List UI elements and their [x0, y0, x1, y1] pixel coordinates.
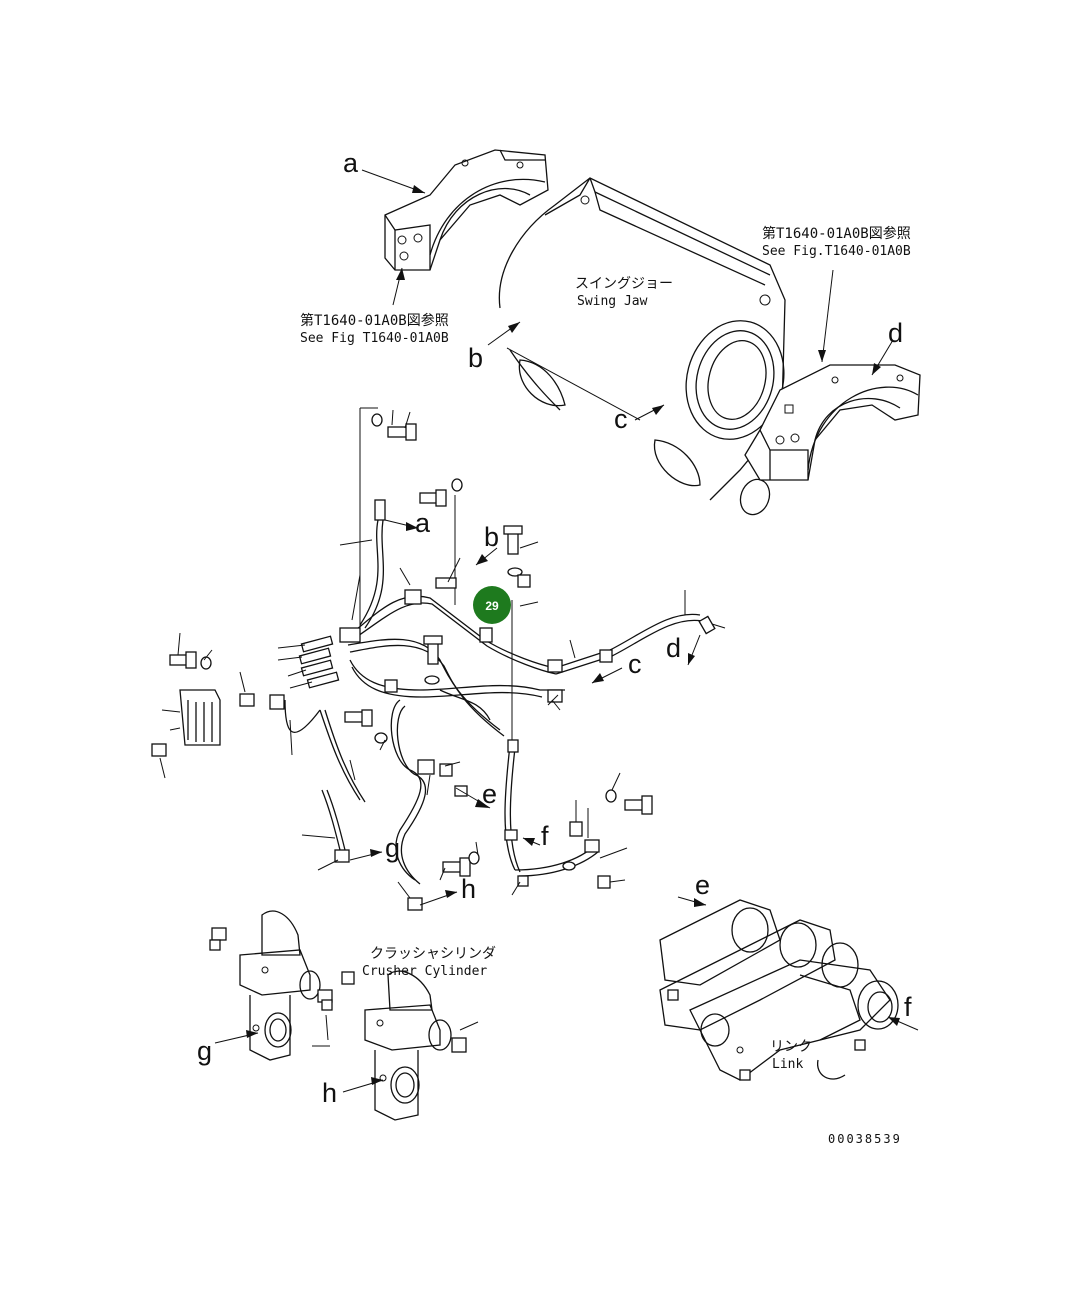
bracket-d-part	[744, 364, 921, 481]
arrow-icon	[406, 522, 418, 531]
letter-g-mid: g	[385, 833, 400, 863]
arrow-icon	[371, 1077, 383, 1085]
arrow-icon	[888, 1017, 900, 1026]
arrow-icon	[246, 1030, 258, 1038]
left-ref-ja: 第T1640-01A0B図参照	[300, 312, 449, 329]
crusher-cylinder-label-en: Crusher Cylinder	[362, 964, 487, 979]
link-label-ja: リンク	[770, 1039, 812, 1055]
letter-c-top: c	[614, 404, 628, 434]
drawing-number: 00038539	[828, 1132, 902, 1146]
link-part	[659, 899, 899, 1081]
crusher-cylinder-label-ja: クラッシャシリンダ	[370, 946, 496, 962]
right-ref-ja: 第T1640-01A0B図参照	[762, 225, 911, 242]
letter-a-top: a	[343, 148, 359, 178]
arrow-icon	[523, 838, 535, 846]
letter-g-bottom: g	[197, 1036, 212, 1066]
callout-circle[interactable]	[473, 586, 511, 624]
letter-d-mid: d	[666, 633, 681, 663]
arrow-icon	[694, 898, 706, 907]
letter-e-mid: e	[482, 779, 497, 809]
callout-number[interactable]: 29	[485, 599, 499, 613]
right-ref-en: See Fig.T1640-01A0B	[762, 244, 911, 259]
letter-h-mid: h	[461, 874, 476, 904]
arrow-icon	[475, 799, 490, 808]
arrow-icon	[592, 673, 604, 683]
arrow-icon	[652, 405, 664, 415]
swing-jaw-label-ja: スイングジョー	[575, 276, 673, 292]
crusher-cylinder-h-part	[341, 970, 479, 1121]
piping-assembly	[151, 407, 726, 911]
left-ref-en: See Fig T1640-01A0B	[300, 331, 449, 346]
bracket-a-part	[384, 149, 549, 271]
link-label-en: Link	[772, 1057, 803, 1072]
swing-jaw-part	[498, 177, 786, 516]
leader-line	[506, 347, 641, 421]
letter-h-bottom: h	[322, 1078, 337, 1108]
arrow-icon	[476, 554, 488, 565]
arrow-icon	[508, 322, 520, 333]
arrow-icon	[688, 653, 695, 665]
letter-b-top: b	[468, 343, 483, 373]
callout-badge[interactable]: 29	[473, 586, 511, 624]
arrow-icon	[872, 363, 881, 375]
letter-d-top: d	[888, 318, 903, 348]
arrow-icon	[445, 890, 457, 898]
arrow-icon	[370, 849, 382, 857]
arrow-icon	[818, 350, 826, 362]
swing-jaw-label-en: Swing Jaw	[577, 294, 648, 309]
letter-b-mid: b	[484, 522, 499, 552]
crusher-cylinder-g-part	[209, 910, 333, 1061]
letter-f-bottom: f	[904, 992, 912, 1022]
letter-c-mid: c	[628, 649, 642, 679]
arrow-icon	[412, 185, 425, 193]
letter-f-mid: f	[541, 821, 549, 851]
leader-line	[821, 269, 834, 363]
letter-e-bottom: e	[695, 870, 710, 900]
letter-a-mid: a	[415, 508, 431, 538]
arrow-icon	[396, 268, 405, 280]
